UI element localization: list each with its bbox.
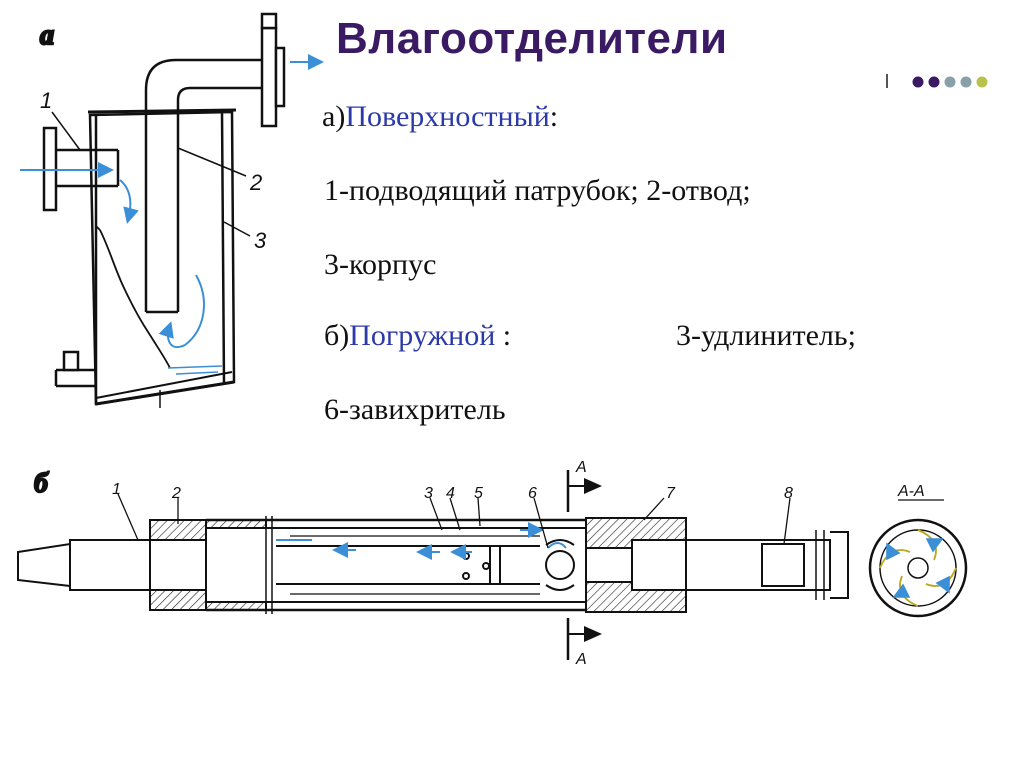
- part-b6-label: 6: [528, 485, 537, 502]
- line-parts-1-2: 1-подводящий патрубок; 2-отвод;: [324, 174, 751, 207]
- dot-purple: [928, 76, 940, 88]
- part-1-label: 1: [40, 88, 52, 113]
- dot-gray: [960, 76, 972, 88]
- part-b5-label: 5: [474, 485, 483, 502]
- part-b1-label: 1: [112, 481, 121, 498]
- line-swirler: 6-завихритель: [324, 393, 506, 426]
- dots-divider: [886, 74, 888, 88]
- inlet-pipe: [56, 148, 120, 188]
- part-b4-label: 4: [446, 485, 455, 502]
- section-view-label: А-А: [897, 483, 925, 500]
- tapered-tip: [17, 542, 71, 588]
- drain-valve: [54, 368, 96, 388]
- line-prefix: б): [324, 319, 350, 352]
- cross-section: [868, 518, 968, 618]
- line-prefix: а): [322, 100, 346, 133]
- submerged-type-term: Погружной: [349, 319, 496, 352]
- line-surface-type: а)Поверхностный:: [322, 100, 558, 134]
- right-shank: [685, 539, 831, 591]
- square-socket: [761, 543, 805, 587]
- submerged-separator-diagram: б: [17, 467, 968, 660]
- surface-type-term: Поверхностный: [345, 100, 550, 133]
- swirler: [545, 550, 575, 580]
- line-part-3: 3-корпус: [324, 248, 437, 281]
- surface-separator-diagram: а: [20, 12, 324, 408]
- dot-purple: [912, 76, 924, 88]
- outlet-bend-inner: [176, 86, 262, 312]
- outlet-bend-outer: [144, 58, 262, 312]
- diagram-b-label: б: [34, 468, 49, 499]
- line-extender: 3-удлинитель;: [676, 319, 856, 352]
- line-submerged-type: б)Погружной :: [324, 319, 511, 353]
- decorative-dots: [886, 74, 988, 88]
- part-b8-label: 8: [784, 485, 793, 502]
- dot-green: [976, 76, 988, 88]
- outer-tube: [206, 518, 586, 612]
- section-bottom-label: А: [575, 651, 587, 668]
- part-2-label: 2: [249, 170, 262, 195]
- left-shank: [69, 539, 151, 591]
- swirl-arrow: [547, 542, 567, 549]
- part-b3-label: 3: [424, 485, 433, 502]
- outlet-flange: [260, 26, 278, 128]
- diagram-a-label: а: [40, 20, 54, 51]
- section-top-label: А: [575, 459, 587, 476]
- swirl-flow-arrow: [158, 274, 205, 348]
- line-suffix: :: [495, 319, 512, 352]
- part-3-label: 3: [254, 228, 267, 253]
- dot-gray: [944, 76, 956, 88]
- water-level: [167, 365, 223, 375]
- part-b2-label: 2: [171, 485, 181, 502]
- part-b7-label: 7: [666, 485, 676, 502]
- slide-title: Влагоотделители: [336, 14, 728, 63]
- inner-flow-arrow: [119, 179, 139, 224]
- line-suffix: :: [549, 100, 559, 133]
